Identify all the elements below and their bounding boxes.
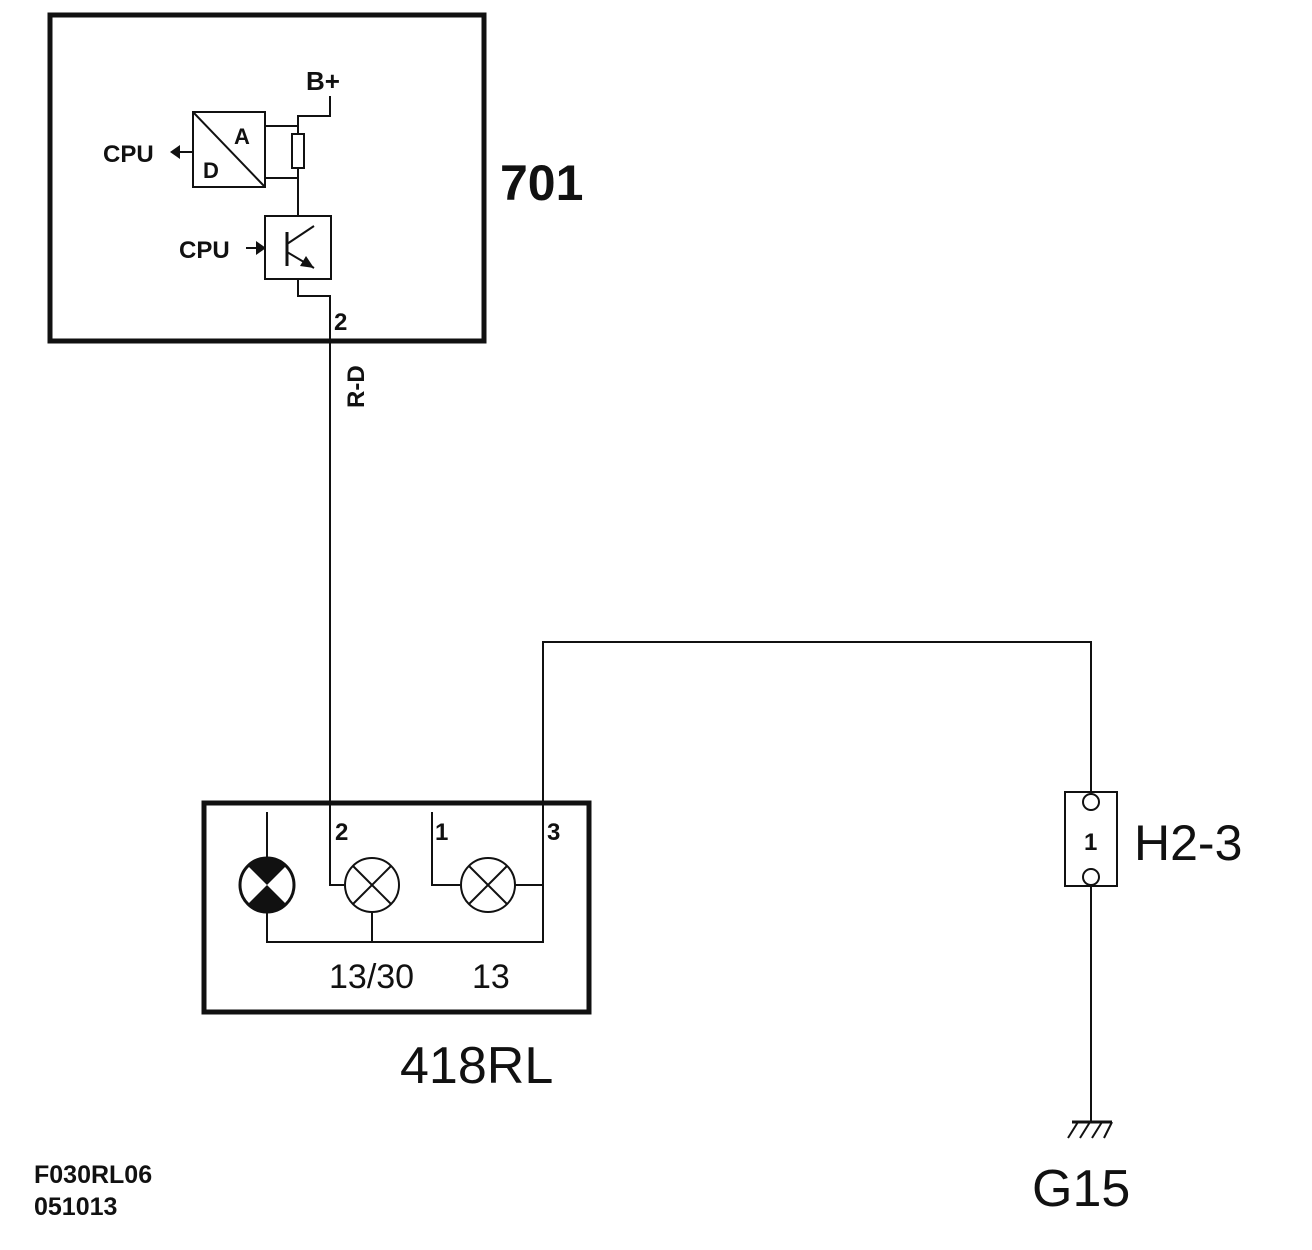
adc-diagonal (192, 111, 266, 188)
module-701-label: 701 (500, 155, 583, 211)
connector-pin-label: 1 (1084, 829, 1097, 856)
lamp-418rl-box (201, 800, 592, 1015)
module-output-wire (297, 279, 331, 341)
adc-a-label: A (234, 124, 250, 149)
drawing-code: F030RL06 (34, 1161, 152, 1189)
transistor-input-cpu-label: CPU (179, 237, 230, 264)
ground-icon (1067, 1120, 1113, 1139)
indicator-lamp-icon (238, 856, 296, 914)
wire-r-d-color-code: R-D (343, 365, 370, 408)
ground-g15-label: G15 (1032, 1160, 1130, 1218)
transistor-emitter-arrow-icon (300, 256, 314, 268)
adc-d-label: D (203, 158, 219, 183)
lamp-pin-3-label: 3 (547, 819, 560, 846)
adc-resistor-wires (265, 125, 299, 216)
supply-label: B+ (306, 66, 340, 96)
bulb-13-30-label: 13/30 (329, 958, 414, 996)
transistor-block (264, 215, 332, 280)
connector-bottom-contact-icon (1082, 868, 1100, 886)
module-701-pin-2: 2 (334, 309, 347, 336)
transistor-collector (286, 225, 315, 245)
date-code: 051013 (34, 1193, 117, 1221)
bulb-13-icon (460, 857, 516, 913)
bulb-13-label: 13 (472, 958, 510, 996)
wire-pin3-to-connector (542, 641, 1092, 803)
module-701-box (47, 12, 487, 344)
lamp-pin-2-label: 2 (335, 819, 348, 846)
lamp-internal-wiring (266, 803, 544, 943)
adc-output-arrow (170, 145, 180, 159)
adc-output-cpu-label: CPU (103, 141, 154, 168)
adc-block (192, 111, 266, 188)
bulb-13-30-icon (344, 857, 400, 913)
lamp-418rl-label: 418RL (400, 1037, 553, 1095)
connector-h2-3-label: H2-3 (1134, 815, 1242, 871)
supply-wire (297, 96, 331, 126)
connector-top-contact-icon (1082, 793, 1100, 811)
lamp-pin-1-label: 1 (435, 819, 448, 846)
transistor-input-arrow (256, 241, 266, 255)
resistor-icon (291, 133, 305, 169)
